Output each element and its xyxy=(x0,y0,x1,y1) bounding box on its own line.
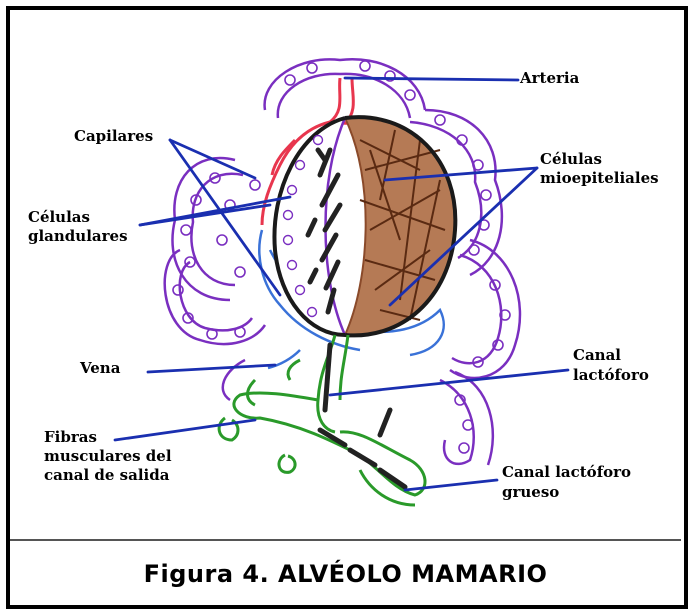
myoepithelial-cells xyxy=(345,117,455,335)
leader-vena xyxy=(148,365,275,372)
label-fibras-musculares: Fibras musculares del canal de salida xyxy=(44,428,194,485)
caption-divider xyxy=(10,539,681,541)
label-celulas-mioepiteliales: Células mioepiteliales xyxy=(540,150,680,188)
leader-arteria xyxy=(345,78,518,80)
label-celulas-glandulares: Células glandulares xyxy=(28,208,148,246)
figure-caption: Figura 4. ALVÉOLO MAMARIO xyxy=(0,560,691,588)
label-canal-lactoforo-grueso: Canal lactóforo grueso xyxy=(502,462,652,502)
label-vena: Vena xyxy=(80,360,120,377)
leader-canal-lactoforo xyxy=(330,370,568,395)
label-arteria: Arteria xyxy=(520,70,579,87)
leader-glandulares-2 xyxy=(140,205,270,225)
duct-lumen xyxy=(320,345,405,487)
label-capilares: Capilares xyxy=(74,128,153,145)
leader-canal-grueso xyxy=(405,480,497,490)
label-canal-lactoforo: Canal lactóforo xyxy=(573,345,653,385)
